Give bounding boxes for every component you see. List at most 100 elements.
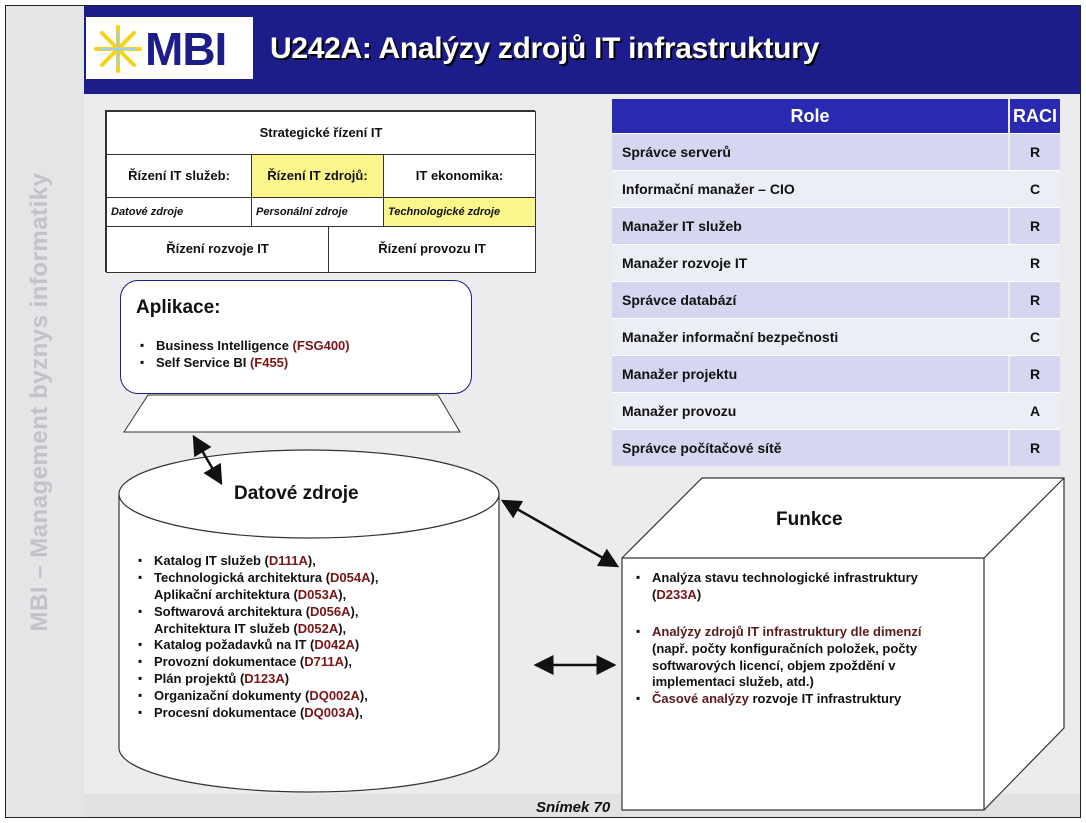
item-tail: )	[354, 637, 360, 653]
item-code: D053A	[297, 586, 339, 602]
item-code: D054A	[330, 569, 371, 585]
item-code: DQ002A	[309, 688, 360, 704]
slide-number-label: Snímek 70	[536, 799, 611, 816]
table-row: Informační manažer – CIO C	[612, 170, 1060, 207]
item-code: DQ003A	[304, 705, 355, 721]
table-row: Manažer IT služeb R	[612, 207, 1060, 244]
app-name: Self Service BI	[156, 354, 250, 370]
item-text: Provozní dokumentace (	[154, 654, 305, 670]
table-row: Správce serverů R	[612, 133, 1060, 170]
development-cell: Řízení rozvoje IT	[106, 226, 329, 273]
raci-value-cell: R	[1010, 245, 1060, 281]
list-item: Softwarová architektura (D056A),	[136, 604, 378, 621]
item-code: D233A	[656, 586, 697, 602]
role-cell: Manažer IT služeb	[612, 208, 1008, 244]
role-cell: Manažer provozu	[612, 393, 1008, 429]
list-item: Procesní dokumentace (DQ003A),	[136, 705, 378, 722]
list-item: Časové analýzy rozvoje IT infrastruktury	[634, 691, 934, 708]
item-code: D052A	[297, 620, 339, 636]
item-text: Organizační dokumenty (	[154, 688, 310, 704]
list-item: Analýza stavu technologické infrastruktu…	[634, 570, 934, 604]
personnel-cell: Personální zdroje	[251, 197, 384, 227]
raci-value-cell: R	[1010, 430, 1060, 466]
list-item: Organizační dokumenty (DQ002A),	[136, 688, 378, 705]
table-row: Manažer informační bezpečnosti C	[612, 318, 1060, 355]
page-title: U242A: Analýzy zdrojů IT infrastruktury	[270, 32, 819, 65]
table-row: Správce počítačové sítě R	[612, 429, 1060, 466]
item-tail: ),	[359, 688, 368, 704]
raci-value-cell: C	[1010, 319, 1060, 355]
item-text: Softwarová architektura (	[154, 603, 311, 619]
role-cell: Správce serverů	[612, 134, 1008, 170]
item-tail: ),	[350, 603, 359, 619]
functions-title: Funkce	[776, 509, 843, 530]
list-item: Analýzy zdrojů IT infrastruktury dle dim…	[634, 624, 934, 692]
app-code: (FSG400)	[292, 338, 350, 353]
item-tail: ),	[338, 620, 347, 636]
monitor-stand-shape	[123, 394, 461, 433]
item-code: D123A	[244, 671, 285, 687]
item-code: D056A	[310, 603, 351, 619]
item-text: Aplikační architektura (	[154, 586, 298, 602]
functions-list: Analýza stavu technologické infrastruktu…	[634, 570, 934, 708]
role-cell: Informační manažer – CIO	[612, 171, 1008, 207]
item-text: Katalog požadavků na IT (	[154, 637, 315, 653]
role-cell: Správce databází	[612, 282, 1008, 318]
sun-star-icon	[94, 25, 142, 73]
technology-cell: Technologické zdroje	[383, 197, 536, 227]
item-text: Katalog IT služeb (	[154, 553, 269, 568]
raci-header-row: Role RACI	[612, 99, 1060, 133]
list-item: Architektura IT služeb (D052A),	[136, 621, 378, 638]
raci-header-raci: RACI	[1010, 99, 1060, 133]
item-text: (např. počty konfiguračních položek, poč…	[652, 640, 918, 690]
item-tail: ),	[344, 654, 352, 670]
item-code: D111A	[268, 553, 308, 568]
app-code: (F455)	[249, 354, 289, 370]
item-text: Procesní dokumentace (	[154, 705, 305, 721]
list-item: Self Service BI (F455)	[138, 355, 350, 372]
raci-value-cell: A	[1010, 393, 1060, 429]
item-text: Plán projektů (	[154, 671, 245, 687]
strategic-cell: Strategické řízení IT	[106, 111, 536, 155]
table-row: Správce databází R	[612, 281, 1060, 318]
item-tail: ),	[370, 569, 379, 585]
item-text: Architektura IT služeb (	[154, 620, 298, 636]
item-lead: Analýzy zdrojů IT infrastruktury dle dim…	[652, 623, 922, 639]
item-code: D042A	[314, 637, 355, 653]
list-item: Katalog požadavků na IT (D042A)	[136, 637, 378, 654]
role-cell: Manažer rozvoje IT	[612, 245, 1008, 281]
raci-header-role: Role	[612, 99, 1008, 133]
table-row: Manažer projektu R	[612, 355, 1060, 392]
data-sources-cell: Datové zdroje	[106, 197, 252, 227]
logo-text: MBI	[145, 23, 227, 75]
management-model-table: Strategické řízení IT Řízení IT služeb: …	[105, 110, 536, 273]
list-item: Business Intelligence (FSG400)	[138, 338, 350, 355]
data-sources-title: Datové zdroje	[234, 483, 359, 504]
item-tail: )	[696, 586, 702, 602]
item-tail: ),	[354, 705, 363, 721]
item-tail: ),	[338, 586, 347, 602]
arrow-data-to-functions-top	[500, 499, 620, 568]
item-tail: ),	[307, 553, 316, 568]
raci-value-cell: R	[1010, 356, 1060, 392]
list-item: Aplikační architektura (D053A),	[136, 587, 378, 604]
applications-box: Aplikace: Business Intelligence (FSG400)…	[120, 280, 472, 394]
role-cell: Správce počítačové sítě	[612, 430, 1008, 466]
economics-cell: IT ekonomika:	[383, 154, 536, 198]
operations-cell: Řízení provozu IT	[328, 226, 536, 273]
raci-value-cell: C	[1010, 171, 1060, 207]
raci-value-cell: R	[1010, 208, 1060, 244]
mbi-logo: MBI	[86, 17, 253, 79]
item-tail: )	[284, 671, 290, 687]
applications-title: Aplikace:	[136, 297, 221, 318]
raci-value-cell: R	[1010, 282, 1060, 318]
services-cell: Řízení IT služeb:	[106, 154, 252, 198]
item-lead: Časové analýzy	[652, 691, 749, 707]
raci-value-cell: R	[1010, 134, 1060, 170]
item-text: Analýza stavu technologické infrastruktu…	[652, 570, 918, 602]
table-row: Manažer rozvoje IT R	[612, 244, 1060, 281]
item-text: rozvoje IT infrastruktury	[748, 691, 902, 707]
resources-cell: Řízení IT zdrojů:	[251, 154, 384, 198]
list-item: Plán projektů (D123A)	[136, 671, 378, 688]
